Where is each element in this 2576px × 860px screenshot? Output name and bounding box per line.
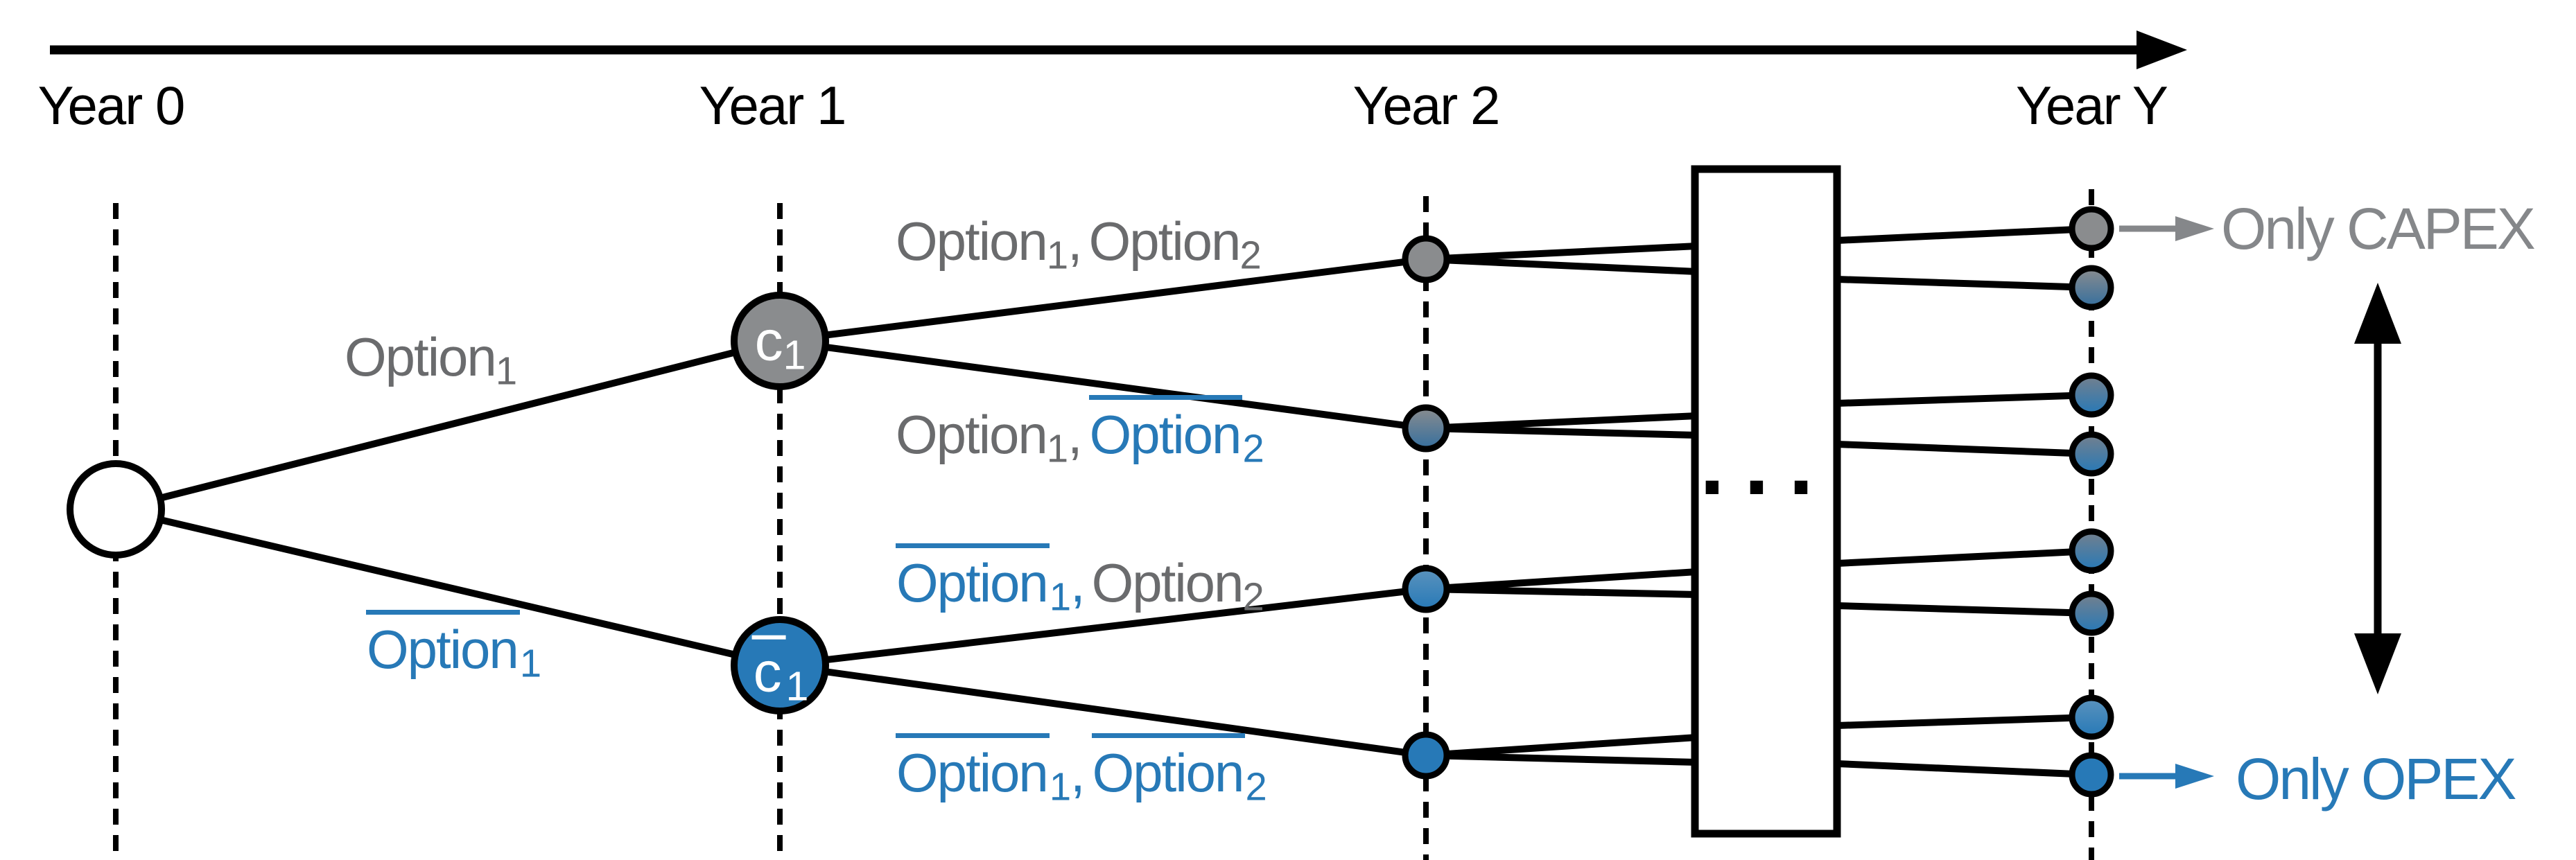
node-yearY-6: [2069, 590, 2114, 636]
edge-label-option1: Option1: [345, 326, 517, 393]
year-Y-label: Year Y: [2016, 75, 2168, 136]
only-capex-label: Only CAPEX: [2221, 196, 2536, 261]
node-yearY-3: [2069, 372, 2114, 418]
node-year2-2: [1402, 404, 1450, 453]
node-yearY-4: [2069, 431, 2114, 477]
node-root: [67, 460, 165, 559]
node-year2-4: [1402, 731, 1450, 780]
node-yearY-8: [2069, 752, 2114, 798]
hidden-years-box: [1691, 165, 1841, 838]
capex-opex-range-arrow: [2354, 283, 2401, 694]
node-c1: [731, 292, 829, 390]
node-yearY-5: [2069, 528, 2114, 574]
edge-label-option1-not-option2: Option1,Option2: [896, 395, 1264, 468]
year-1-label: Year 1: [699, 75, 847, 136]
timeline-arrow: [50, 30, 2187, 69]
node-c1-bar: [731, 616, 829, 714]
node-year2-3: [1402, 565, 1450, 613]
collapsed-years-ellipsis: ...: [1699, 412, 1834, 514]
tree-edges: [114, 225, 2092, 778]
node-yearY-2: [2069, 265, 2114, 310]
opex-arrow: [2119, 764, 2214, 789]
node-yearY-1: [2069, 206, 2114, 252]
node-c1-label: c1: [754, 309, 806, 378]
edge-label-not-option1: Option1: [366, 610, 541, 683]
node-yearY-7: [2069, 694, 2114, 740]
year-0-label: Year 0: [37, 75, 186, 136]
edge-label-not-option1-option2: Option1,Option2: [896, 543, 1264, 616]
edge-label-not-option1-not-option2: Option1,Option2: [896, 733, 1267, 806]
capex-arrow: [2119, 216, 2214, 241]
node-year2-1: [1402, 235, 1450, 283]
edge-label-option1-option2: Option1,Option2: [896, 211, 1262, 277]
only-opex-label: Only OPEX: [2236, 746, 2516, 811]
year-2-label: Year 2: [1352, 75, 1501, 136]
